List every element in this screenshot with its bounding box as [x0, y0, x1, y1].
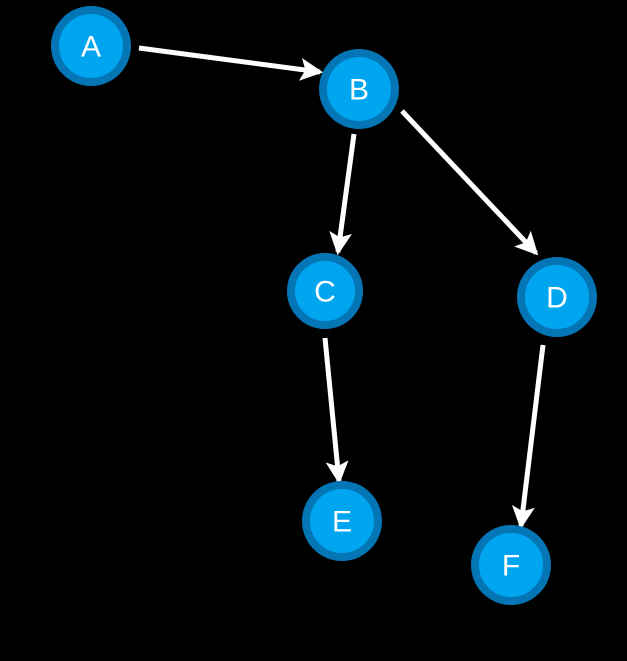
node-circle-f: [471, 525, 551, 605]
nodes-layer: A B C D E F: [51, 6, 597, 605]
node-label-b: B: [349, 74, 369, 107]
node-label-d: D: [546, 282, 568, 315]
graph-edge-d-f[interactable]: [511, 344, 546, 530]
graph-edge-a-b[interactable]: [138, 45, 324, 81]
graph-node-b[interactable]: B: [319, 49, 399, 129]
graph-node-f[interactable]: F: [471, 525, 551, 605]
node-circle-d: [517, 257, 597, 337]
node-circle-e: [302, 481, 382, 561]
graph-node-c[interactable]: C: [287, 253, 363, 329]
graph-node-a[interactable]: A: [51, 6, 131, 86]
graph-edge-b-c[interactable]: [329, 133, 357, 256]
node-label-e: E: [332, 506, 352, 539]
node-circle-c: [287, 253, 363, 329]
node-circle-b: [319, 49, 399, 129]
node-label-a: A: [81, 31, 101, 64]
graph-node-d[interactable]: D: [517, 257, 597, 337]
edges-layer: [138, 45, 546, 530]
node-circle-a: [51, 6, 131, 86]
node-label-c: C: [314, 276, 336, 309]
node-label-f: F: [502, 550, 520, 583]
graph-edge-c-e[interactable]: [322, 337, 349, 485]
graph-node-e[interactable]: E: [302, 481, 382, 561]
graph-edge-b-d[interactable]: [400, 109, 539, 256]
